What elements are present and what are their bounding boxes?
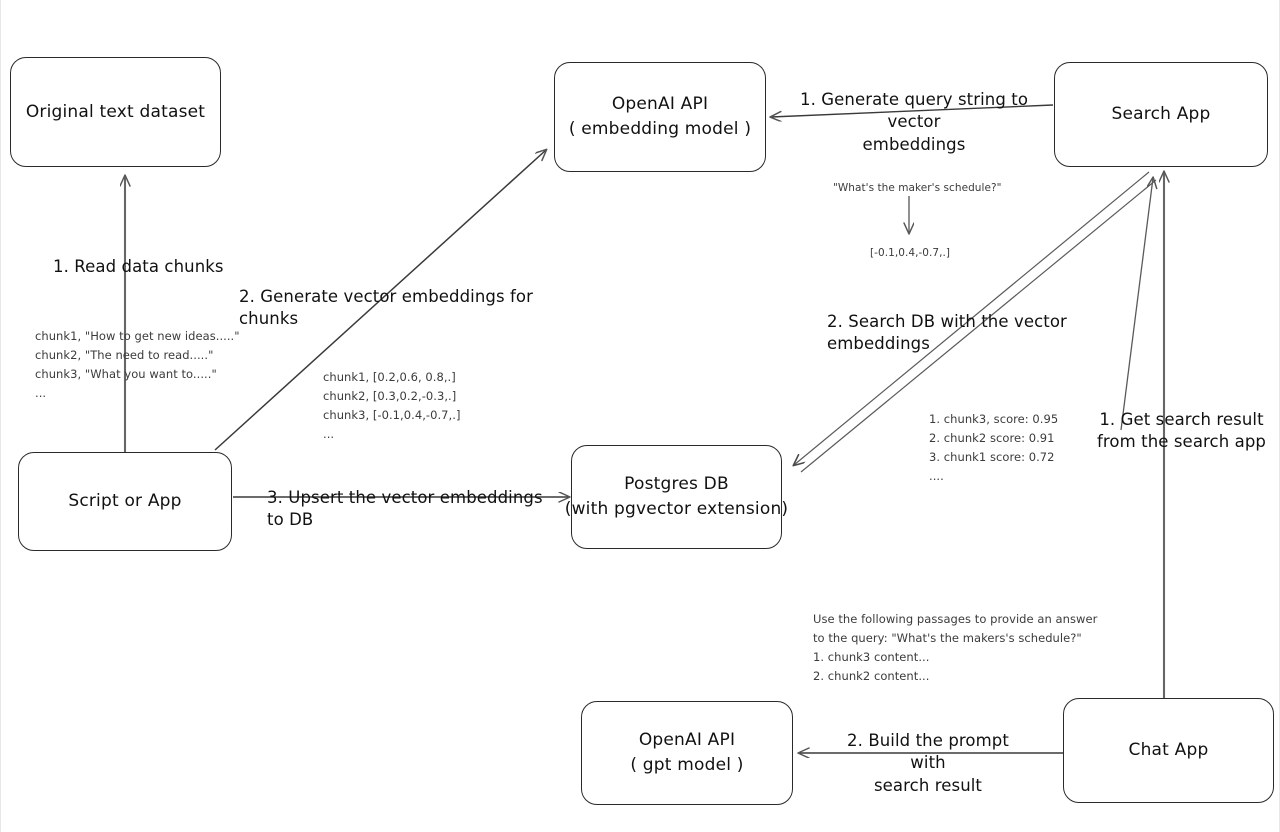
edge-label-search-db: 2. Search DB with the vector embeddings <box>827 312 1067 354</box>
node-label-line1: Script or App <box>68 491 182 512</box>
edge-label-get-search-result: 1. Get search result from the search app <box>1097 410 1266 452</box>
node-search-app[interactable]: Search App <box>1054 62 1268 167</box>
note-query-string: "What's the maker's schedule?" <box>833 182 1002 194</box>
node-label-line2: (with pgvector extension) <box>564 499 789 519</box>
note-chunk-vectors: chunk1, [0.2,0.6, 0.8,.] chunk2, [0.3,0.… <box>323 370 461 441</box>
node-label-line2: ( embedding model ) <box>568 119 752 139</box>
note-chunks-sample: chunk1, "How to get new ideas....." chun… <box>35 329 240 400</box>
note-prompt-sample: Use the following passages to provide an… <box>813 612 1098 683</box>
node-label-line1: Original text dataset <box>25 101 206 122</box>
edge-postgres-to-searchapp <box>1120 178 1153 431</box>
node-openai-gpt-api[interactable]: OpenAI API ( gpt model ) <box>581 701 793 805</box>
edge-label-build-prompt: 2. Build the prompt with search result <box>847 731 1009 795</box>
node-label-line1: Search App <box>1111 104 1211 125</box>
edge-label-read-data-chunks: 1. Read data chunks <box>53 257 224 276</box>
edge-label-upsert-to-db: 3. Upsert the vector embeddings to DB <box>267 488 543 530</box>
node-chat-app[interactable]: Chat App <box>1063 698 1274 803</box>
note-query-vector: [-0.1,0.4,-0.7,.] <box>870 247 951 259</box>
node-label-line1: OpenAI API <box>611 94 709 115</box>
note-search-results: 1. chunk3, score: 0.95 2. chunk2 score: … <box>929 412 1059 483</box>
edge-label-generate-vector-embeddings: 2. Generate vector embeddings for chunks <box>239 287 534 329</box>
node-postgres-db[interactable]: Postgres DB (with pgvector extension) <box>565 445 788 549</box>
node-label-line1: Postgres DB <box>624 474 729 495</box>
node-label-line1: Chat App <box>1128 740 1209 761</box>
node-label-line2: ( gpt model ) <box>630 755 744 775</box>
node-script-or-app[interactable]: Script or App <box>18 452 232 551</box>
node-label-line1: OpenAI API <box>638 730 736 751</box>
node-original-text-dataset[interactable]: Original text dataset <box>10 57 221 167</box>
edge-label-generate-query-embeddings: 1. Generate query string to vector embed… <box>799 90 1029 154</box>
node-openai-embedding-api[interactable]: OpenAI API ( embedding model ) <box>554 62 766 172</box>
